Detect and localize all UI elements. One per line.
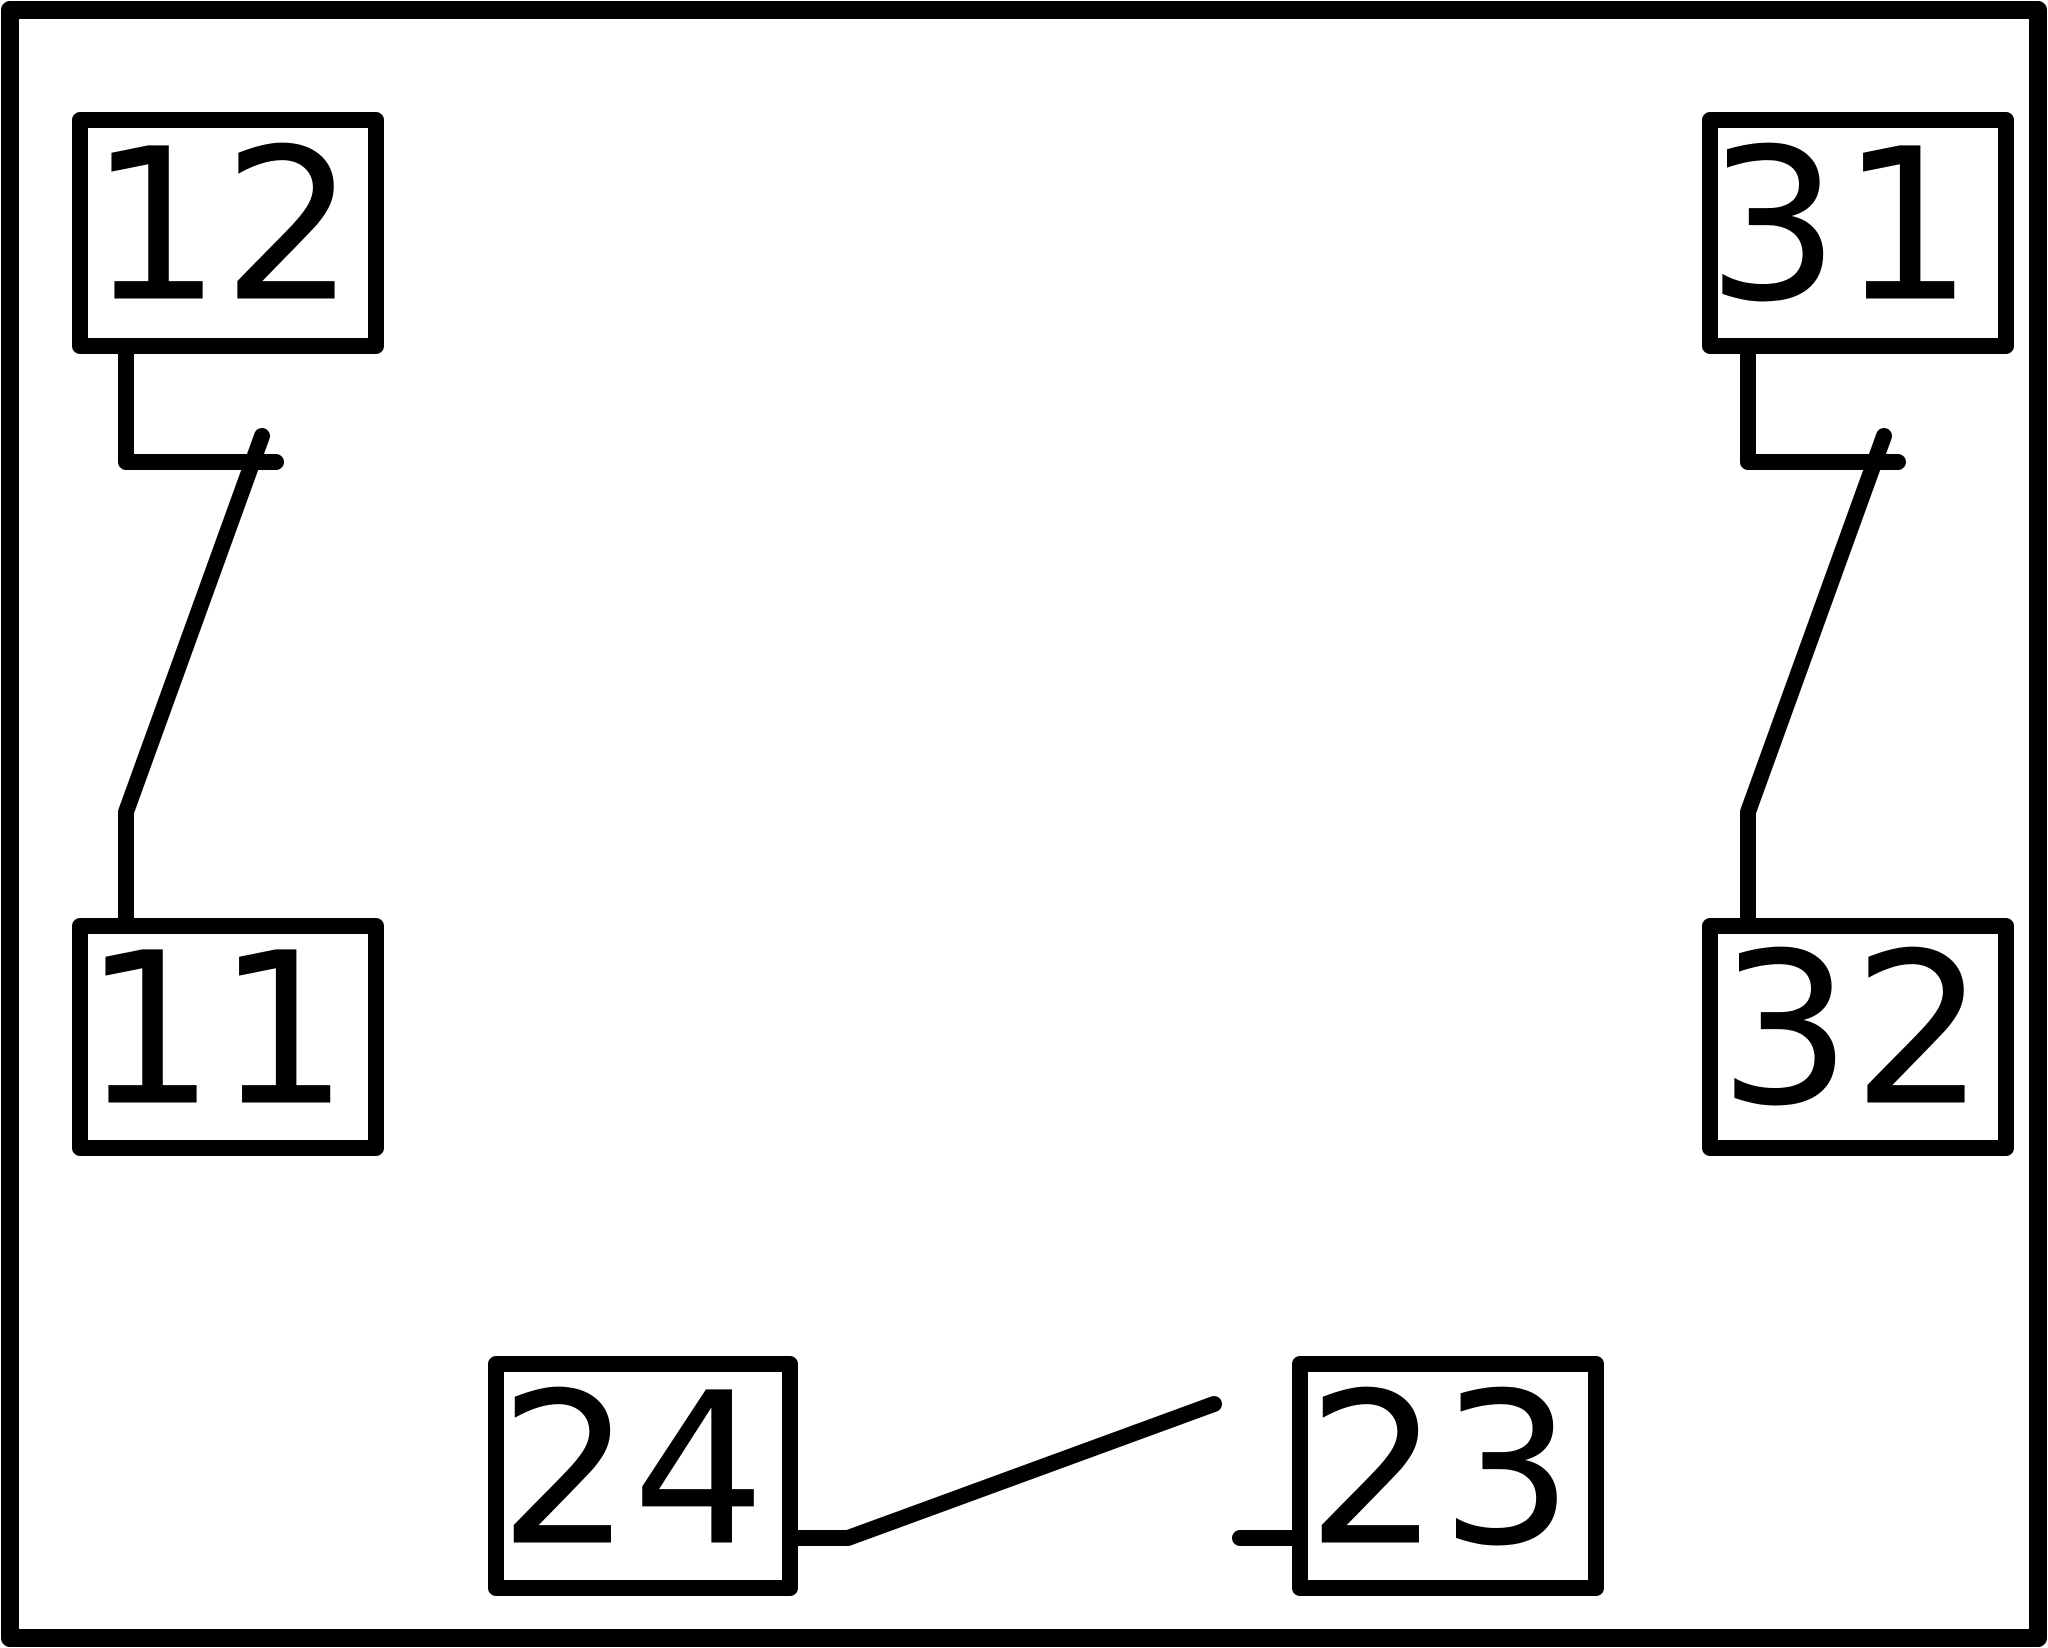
terminal-label-31: 31 xyxy=(1706,104,1973,349)
contact-11-12 xyxy=(118,338,284,934)
fixed-contact-wire xyxy=(118,338,284,470)
contact-23-24 xyxy=(782,1396,1308,1546)
terminal-box xyxy=(1292,1356,1604,1596)
terminal-box xyxy=(1702,918,2014,1156)
terminal-box xyxy=(1702,112,2014,354)
terminal-11: 11 xyxy=(72,908,384,1156)
moving-contact-blade xyxy=(782,1396,1222,1546)
terminal-32: 32 xyxy=(1702,908,2014,1156)
terminal-23: 23 xyxy=(1292,1348,1604,1596)
contact-31-32 xyxy=(1740,338,1906,934)
terminal-box xyxy=(488,1356,798,1596)
terminal-label-24: 24 xyxy=(498,1348,765,1593)
moving-contact-blade xyxy=(118,428,270,934)
terminal-label-12: 12 xyxy=(88,104,355,349)
terminal-box xyxy=(72,918,384,1156)
terminal-12: 12 xyxy=(72,104,384,354)
terminal-label-32: 32 xyxy=(1718,908,1985,1153)
terminal-24: 24 xyxy=(488,1348,798,1596)
terminal-label-23: 23 xyxy=(1306,1348,1573,1593)
moving-contact-blade xyxy=(1740,428,1892,934)
fixed-contact-wire xyxy=(1740,338,1906,470)
terminal-label-11: 11 xyxy=(82,908,349,1153)
terminal-31: 31 xyxy=(1702,104,2014,354)
terminal-box xyxy=(72,112,384,354)
